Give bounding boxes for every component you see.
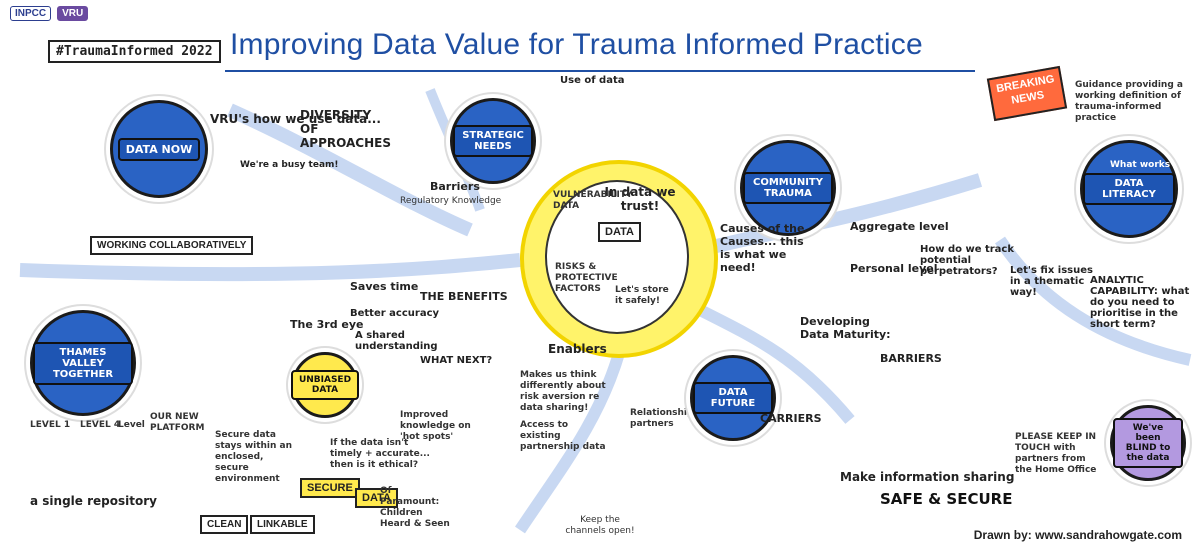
community-trauma-label: COMMUNITY TRAUMA bbox=[743, 172, 833, 204]
causes-note: Causes of the Causes... this is what we … bbox=[720, 222, 805, 274]
data-literacy-label: DATA LITERACY bbox=[1083, 173, 1175, 205]
title-underline bbox=[225, 70, 975, 72]
safe-secure-label: SAFE & SECURE bbox=[880, 490, 1013, 508]
regulatory-knowledge-note: Regulatory Knowledge bbox=[400, 196, 502, 206]
improved-knowledge-note: Improved knowledge on 'hot spots' bbox=[400, 410, 471, 442]
clean-tag: CLEAN bbox=[200, 515, 249, 534]
central-data-circle bbox=[545, 180, 689, 334]
blind-bubble: We've been BLIND to the data bbox=[1110, 405, 1186, 481]
track-perpetrators-note: How do we track potential perpetrators? bbox=[920, 244, 1015, 277]
secure-tag: SECURE bbox=[300, 478, 360, 498]
please-keep-note: PLEASE KEEP IN TOUCH with partners from … bbox=[1015, 432, 1097, 475]
hashtag-label: #TraumaInformed 2022 bbox=[48, 40, 221, 63]
diversity-label: DIVERSITY OF APPROACHES bbox=[300, 108, 391, 150]
risks-protective-label: RISKS & PROTECTIVE FACTORS bbox=[555, 262, 618, 294]
thames-valley-bubble: THAMES VALLEY TOGETHER bbox=[30, 310, 136, 416]
busy-team-note: We're a busy team! bbox=[240, 160, 339, 170]
make-us-think-note: Makes us think differently about risk av… bbox=[520, 370, 606, 413]
what-works-label: What works bbox=[1110, 160, 1171, 170]
level1-label: LEVEL 1 bbox=[30, 420, 71, 430]
data-future-bubble: DATA FUTURE bbox=[690, 355, 776, 441]
store-safely-label: Let's store it safely! bbox=[615, 285, 669, 306]
keep-channels-note: Keep the channels open! bbox=[565, 515, 635, 536]
level4-label: LEVEL 4 bbox=[80, 420, 121, 430]
central-data-label: DATA bbox=[598, 222, 641, 242]
vru-how-note: VRU's how we use data... bbox=[210, 112, 381, 126]
working-collaboratively-label: WORKING COLLABORATIVELY bbox=[90, 236, 254, 255]
make-info-label: Make information sharing bbox=[840, 470, 1015, 484]
blind-label: We've been BLIND to the data bbox=[1113, 418, 1183, 468]
relationship-partners-note: Relationship partners bbox=[630, 408, 694, 429]
data-future-label: DATA FUTURE bbox=[693, 382, 773, 414]
data-now-bubble: DATA NOW bbox=[110, 100, 208, 198]
artist-credit: Drawn by: www.sandrahowgate.com bbox=[973, 528, 1182, 542]
barriers-top-label: Barriers bbox=[430, 180, 480, 193]
access-partnership-note: Access to existing partnership data bbox=[520, 420, 606, 452]
ethical-note: If the data isn't timely + accurate... t… bbox=[330, 438, 430, 470]
benefits-label: THE BENEFITS bbox=[420, 290, 508, 303]
linkable-tag: LINKABLE bbox=[250, 515, 315, 534]
fix-issues-note: Let's fix issues in a thematic way! bbox=[1010, 265, 1093, 298]
data-tag: DATA bbox=[355, 488, 398, 508]
secure-data-note: Secure data stays within an enclosed, se… bbox=[215, 430, 293, 484]
vru-logo: VRU bbox=[57, 6, 89, 21]
shared-understanding-label: A shared understanding bbox=[355, 330, 438, 352]
page-title: Improving Data Value for Trauma Informed… bbox=[230, 28, 923, 61]
personal-level-label: Personal level bbox=[850, 262, 938, 275]
strategic-needs-bubble: STRATEGIC NEEDS bbox=[450, 98, 536, 184]
use-of-data-note: Use of data bbox=[560, 75, 625, 86]
what-next-label: WHAT NEXT? bbox=[420, 355, 493, 366]
in-data-we-trust: In data we trust! bbox=[604, 185, 676, 213]
aggregate-level-label: Aggregate level bbox=[850, 220, 949, 233]
unbiased-data-label: UNBIASED DATA bbox=[290, 370, 360, 400]
strategic-needs-label: STRATEGIC NEEDS bbox=[453, 125, 533, 157]
barriers-right-label: BARRIERS bbox=[880, 352, 942, 365]
analytic-capability-note: ANALYTIC CAPABILITY: what do you need to… bbox=[1090, 275, 1190, 330]
paramount-note: Of Paramount: Children Heard & Seen bbox=[380, 486, 450, 529]
logo-bar: INPCC VRU bbox=[10, 6, 89, 21]
community-trauma-bubble: COMMUNITY TRAUMA bbox=[740, 140, 836, 236]
thames-valley-label: THAMES VALLEY TOGETHER bbox=[33, 341, 133, 385]
unbiased-data-bubble: UNBIASED DATA bbox=[290, 352, 360, 418]
developing-maturity-label: Developing Data Maturity: bbox=[800, 315, 891, 341]
enablers-label: Enablers bbox=[548, 342, 607, 356]
carriers-label: CARRIERS bbox=[760, 412, 822, 425]
third-eye-label: The 3rd eye bbox=[290, 318, 364, 331]
new-platform-label: OUR NEW PLATFORM bbox=[150, 412, 205, 433]
level-label: Level bbox=[118, 420, 145, 430]
guidance-note: Guidance providing a working definition … bbox=[1075, 80, 1183, 123]
data-literacy-bubble: DATA LITERACY bbox=[1080, 140, 1178, 238]
inpcc-logo: INPCC bbox=[10, 6, 52, 21]
better-accuracy-label: Better accuracy bbox=[350, 308, 440, 319]
saves-time-label: Saves time bbox=[350, 280, 419, 293]
single-repository-label: a single repository bbox=[30, 494, 157, 508]
data-now-label: DATA NOW bbox=[117, 137, 201, 161]
vulnerability-data-label: VULNERABILITY DATA bbox=[553, 190, 633, 211]
